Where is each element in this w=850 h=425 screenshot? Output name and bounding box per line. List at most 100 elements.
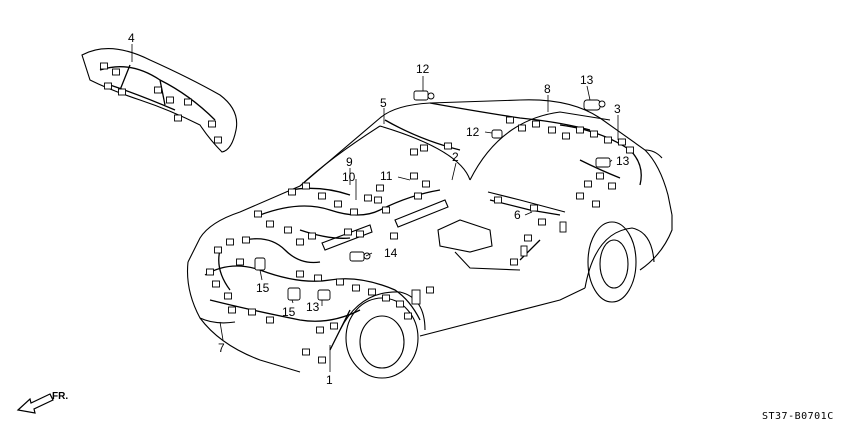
connector	[166, 96, 174, 104]
connector	[296, 270, 304, 278]
connector	[112, 68, 120, 76]
connector	[118, 88, 126, 96]
connector	[414, 192, 422, 200]
connector	[336, 278, 344, 286]
connector	[410, 148, 418, 156]
connector	[206, 268, 214, 276]
connector	[226, 238, 234, 246]
connector-group	[100, 62, 634, 364]
sill-harness-tubes	[321, 199, 449, 251]
connector	[352, 284, 360, 292]
connector	[214, 246, 222, 254]
connector	[608, 182, 616, 190]
callout-3: 3	[614, 102, 621, 116]
connector	[422, 180, 430, 188]
connector	[376, 184, 384, 192]
callout-labels: 4 12 5 8 13 3 12 2 13 9 11 10 6 14 15 13…	[128, 31, 630, 387]
connector	[494, 196, 502, 204]
connector	[590, 130, 598, 138]
connector	[318, 192, 326, 200]
connector	[510, 258, 518, 266]
connector	[284, 226, 292, 234]
callout-7: 7	[218, 341, 225, 355]
connector	[618, 138, 626, 146]
connector	[382, 206, 390, 214]
connector	[390, 232, 398, 240]
front-label: FR.	[52, 391, 68, 402]
connector	[228, 306, 236, 314]
front-direction-indicator: FR.	[16, 391, 68, 414]
connector	[530, 204, 538, 212]
connector	[584, 180, 592, 188]
connector	[364, 194, 372, 202]
connector	[334, 200, 342, 208]
car-body-outline	[186, 99, 673, 379]
connector	[506, 116, 514, 124]
connector	[302, 182, 310, 190]
connector	[604, 136, 612, 144]
connector	[242, 236, 250, 244]
connector	[382, 294, 390, 302]
callout-10: 10	[342, 170, 356, 184]
connector	[100, 62, 108, 70]
connector	[208, 120, 216, 128]
callout-13-right: 13	[616, 154, 630, 168]
leader-lines	[131, 44, 619, 372]
connector	[444, 142, 452, 150]
callout-6: 6	[514, 208, 521, 222]
connector	[302, 348, 310, 356]
sensor-components	[254, 90, 611, 305]
connector	[420, 144, 428, 152]
callout-13-top: 13	[580, 73, 594, 87]
callout-12-top: 12	[416, 62, 430, 76]
connector	[410, 172, 418, 180]
callout-14: 14	[384, 246, 398, 260]
connector	[374, 196, 382, 204]
connector	[174, 114, 182, 122]
connector	[254, 210, 262, 218]
connector	[212, 280, 220, 288]
connector	[214, 136, 222, 144]
connector	[524, 234, 532, 242]
connector	[532, 120, 540, 128]
connector	[248, 308, 256, 316]
front-arrow-icon	[16, 393, 54, 414]
callout-15-lower: 15	[282, 305, 296, 319]
connector	[224, 292, 232, 300]
callout-4: 4	[128, 31, 135, 45]
connector	[104, 82, 112, 90]
connector	[426, 286, 434, 294]
connector	[266, 316, 274, 324]
connector	[404, 312, 412, 320]
connector	[538, 218, 546, 226]
connector	[356, 230, 364, 238]
callout-12-mid: 12	[466, 125, 480, 139]
callout-8: 8	[544, 82, 551, 96]
connector	[314, 274, 322, 282]
diagram-code: ST37-B0701C	[762, 411, 834, 422]
callout-11: 11	[380, 169, 393, 183]
connector	[330, 322, 338, 330]
connector	[350, 208, 358, 216]
connector	[318, 356, 326, 364]
connector	[316, 326, 324, 334]
callout-13-lower: 13	[306, 300, 320, 314]
connector	[288, 188, 296, 196]
callout-2: 2	[452, 150, 459, 164]
harness-part-4	[81, 48, 238, 153]
connector	[154, 86, 162, 94]
connector	[518, 124, 526, 132]
callout-1: 1	[326, 373, 333, 387]
connector	[368, 288, 376, 296]
connector	[344, 228, 352, 236]
connector	[596, 172, 604, 180]
connector	[236, 258, 244, 266]
connector	[266, 220, 274, 228]
connector	[576, 192, 584, 200]
connector	[396, 300, 404, 308]
connector	[296, 238, 304, 246]
connector	[562, 132, 570, 140]
connector	[592, 200, 600, 208]
connector	[184, 98, 192, 106]
callout-9: 9	[346, 155, 353, 169]
